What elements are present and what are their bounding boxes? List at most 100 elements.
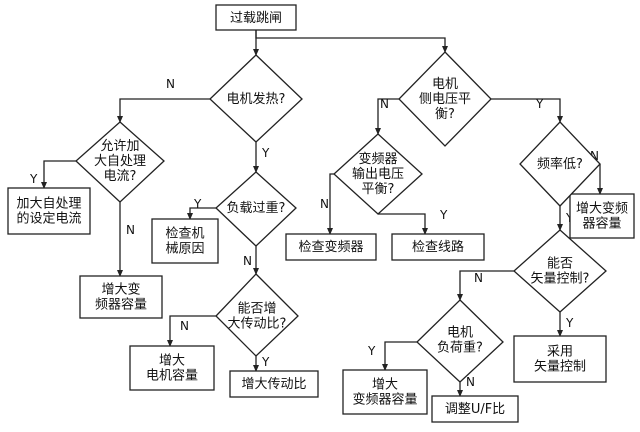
node-start: 过载跳闸 xyxy=(215,4,297,31)
node-text-line: 平衡? xyxy=(362,182,395,197)
node-text-line: 检查变频器 xyxy=(298,239,363,255)
node-inc-motor: 增大电机容量 xyxy=(129,345,215,391)
node-text-line: 矢量控制? xyxy=(531,271,590,286)
node-text-line: 采用 xyxy=(547,344,573,359)
connector-volt-no xyxy=(375,98,399,135)
node-text-line: 检查机 xyxy=(165,226,204,241)
connector-output-yes xyxy=(378,213,428,235)
node-inc-capacity-a-text: 增大变频器容量 xyxy=(95,281,147,312)
node-text-line: 大自处理 xyxy=(94,154,146,169)
node-raise-setting: 加大自处理的设定电流 xyxy=(7,187,91,235)
node-load-heavy: 负载过重? xyxy=(215,171,297,247)
node-text-line: 频率低? xyxy=(537,156,583,172)
label-heat-no: N xyxy=(166,77,175,91)
label-load2-no: N xyxy=(466,375,475,389)
node-check-line: 检查线路 xyxy=(391,233,485,261)
node-text-line: 械原因 xyxy=(165,241,204,256)
node-start-text: 过载跳闸 xyxy=(230,11,282,26)
connector-vector-no xyxy=(457,270,514,301)
node-output-balance-text: 变频器输出电压平衡? xyxy=(352,151,404,197)
label-volt-no: N xyxy=(380,97,389,111)
node-text-line: 电机 xyxy=(432,77,458,92)
label-load-no: N xyxy=(243,254,252,268)
connector-heat-no xyxy=(117,98,210,123)
label-allow-yes: Y xyxy=(29,172,38,186)
label-ratio-no: N xyxy=(180,319,189,333)
node-inc-ratio: 增大传动比 xyxy=(229,370,319,398)
node-inc-capacity-a: 增大变频器容量 xyxy=(79,275,163,319)
node-text-line: 变频器 xyxy=(358,151,397,167)
node-motor-load-text: 电机负荷重? xyxy=(437,325,483,355)
connector-output-no xyxy=(327,173,334,235)
node-text-line: 变频器容量 xyxy=(352,391,417,407)
connectors xyxy=(41,18,603,397)
node-output-balance: 变频器输出电压平衡? xyxy=(333,133,423,215)
node-text-line: 的设定电流 xyxy=(16,210,81,226)
node-motor-load: 电机负荷重? xyxy=(416,299,504,383)
node-text-line: 负荷重? xyxy=(437,339,483,355)
node-inc-capacity-b-text: 增大变频器容量 xyxy=(576,200,628,231)
node-text-line: 增大 xyxy=(372,377,398,392)
node-text-line: 能否 xyxy=(547,256,573,271)
node-check-mech-text: 检查机械原因 xyxy=(165,226,204,256)
node-vector-possible-text: 能否矢量控制? xyxy=(531,256,590,286)
node-freq-low-text: 频率低? xyxy=(537,156,583,172)
node-motor-heat-text: 电机发热? xyxy=(227,91,286,107)
node-text-line: 增大变频 xyxy=(576,200,628,216)
node-text-line: 允许加 xyxy=(100,138,139,154)
node-ratio-increase: 能否增大传动比? xyxy=(215,273,299,357)
label-allow-no: N xyxy=(126,223,135,237)
label-vector-no: N xyxy=(474,271,483,285)
node-voltage-balance: 电机侧电压平衡? xyxy=(398,51,492,147)
node-check-inverter-text: 检查变频器 xyxy=(298,239,363,255)
node-text-line: 检查线路 xyxy=(412,239,464,255)
connector-allow-yes xyxy=(41,160,76,189)
node-freq-low: 频率低? xyxy=(519,121,601,207)
node-check-mech: 检查机械原因 xyxy=(151,218,219,264)
label-freq-no: N xyxy=(590,149,599,163)
node-text-line: 增大传动比 xyxy=(241,377,306,392)
label-heat-yes: Y xyxy=(261,146,270,160)
node-vector-possible: 能否矢量控制? xyxy=(513,229,607,313)
node-text-line: 电流? xyxy=(104,169,137,184)
node-voltage-balance-text: 电机侧电压平衡? xyxy=(419,77,471,122)
node-text-line: 器容量 xyxy=(582,215,621,231)
node-text-line: 侧电压平 xyxy=(419,92,471,107)
node-ratio-increase-text: 能否增大传动比? xyxy=(228,301,287,331)
node-motor-heat: 电机发热? xyxy=(209,54,303,143)
node-vector-control-text: 采用矢量控制 xyxy=(534,344,586,374)
node-text-line: 大传动比? xyxy=(228,316,287,331)
node-text-line: 电机容量 xyxy=(146,367,198,383)
node-check-inverter: 检查变频器 xyxy=(285,233,377,261)
node-inc-capacity-b: 增大变频器容量 xyxy=(569,193,635,239)
node-text-line: 频器容量 xyxy=(95,296,147,312)
node-allow-current-text: 允许加大自处理电流? xyxy=(94,138,146,184)
connector-volt-yes xyxy=(491,98,563,123)
connector-ratio-no xyxy=(167,315,216,347)
label-volt-yes: Y xyxy=(535,97,544,111)
label-load-yes: Y xyxy=(193,197,202,211)
connector-load-yes xyxy=(187,207,216,220)
node-text-line: 电机发热? xyxy=(227,91,286,107)
node-vector-control: 采用矢量控制 xyxy=(513,335,607,383)
connector-load2-yes xyxy=(382,341,417,371)
node-allow-current: 允许加大自处理电流? xyxy=(75,121,165,203)
node-text-line: 调整U/F比 xyxy=(445,402,505,417)
node-inc-motor-text: 增大电机容量 xyxy=(146,353,198,383)
node-inc-ratio-text: 增大传动比 xyxy=(241,377,306,392)
node-check-line-text: 检查线路 xyxy=(412,239,464,255)
node-text-line: 电机 xyxy=(447,325,473,340)
label-ratio-yes: Y xyxy=(261,355,270,369)
label-output-yes: Y xyxy=(439,208,448,222)
node-text-line: 能否增 xyxy=(237,301,276,316)
node-text-line: 加大自处理 xyxy=(16,196,81,211)
node-inc-capacity-c-text: 增大变频器容量 xyxy=(352,377,417,407)
node-raise-setting-text: 加大自处理的设定电流 xyxy=(16,196,81,226)
node-text-line: 负载过重? xyxy=(227,200,286,216)
label-load2-yes: Y xyxy=(367,344,376,358)
node-text-line: 过载跳闸 xyxy=(230,11,282,26)
label-vector-yes: Y xyxy=(565,316,574,330)
node-text-line: 衡? xyxy=(435,107,455,122)
